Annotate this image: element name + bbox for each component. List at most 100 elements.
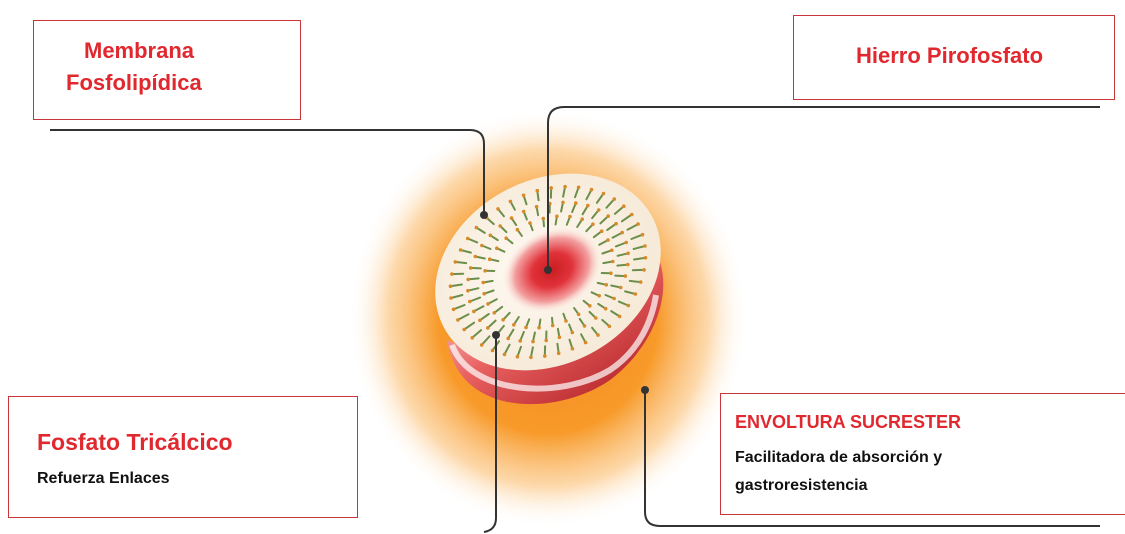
- lipid-head: [524, 326, 528, 330]
- lipid-head: [506, 337, 510, 341]
- lipid-head: [516, 355, 520, 359]
- dot-membrana: [480, 211, 488, 219]
- membrana-line1: Membrana: [84, 35, 194, 67]
- lipid-head: [504, 236, 508, 240]
- lipid-head: [555, 215, 559, 219]
- lipid-head: [636, 222, 640, 226]
- lipid-head: [512, 323, 516, 327]
- lipid-head: [459, 248, 463, 252]
- lipid-head: [466, 278, 470, 282]
- lipid-head: [557, 352, 561, 356]
- lipid-head: [551, 324, 555, 328]
- lipid-head: [462, 328, 466, 332]
- lipid-head: [577, 186, 581, 190]
- lipid-head: [475, 226, 479, 230]
- lipid-head: [543, 354, 547, 358]
- lipid-head: [516, 228, 520, 232]
- lipid-head: [644, 256, 648, 260]
- lipid-head: [482, 292, 486, 296]
- lipid-head: [610, 249, 614, 253]
- lipid-head: [624, 274, 628, 278]
- lipid-head: [472, 310, 476, 314]
- lipid-head: [580, 217, 584, 221]
- lipid-head: [596, 333, 600, 337]
- lipid-head: [501, 318, 505, 322]
- lipid-head: [639, 280, 643, 284]
- lipid-head: [531, 340, 535, 344]
- lipid-head: [529, 356, 533, 360]
- lipid-head: [590, 188, 594, 192]
- label-envoltura: ENVOLTURA SUCRESTER Facilitadora de abso…: [720, 393, 1125, 515]
- lipid-head: [627, 304, 631, 308]
- lipid-head: [528, 221, 532, 225]
- lipid-head: [597, 208, 601, 212]
- lipid-head: [563, 185, 567, 189]
- lipid-head: [522, 210, 526, 214]
- lipid-head: [602, 192, 606, 196]
- fosfato-subtitle: Refuerza Enlaces: [37, 470, 170, 488]
- lipid-head: [518, 339, 522, 343]
- lipid-head: [480, 343, 484, 347]
- lipid-head: [613, 197, 617, 201]
- lipid-head: [542, 217, 546, 221]
- lipid-head: [489, 234, 493, 238]
- lipid-head: [449, 284, 453, 288]
- lipid-head: [622, 204, 626, 208]
- lipid-head: [544, 339, 548, 343]
- lipid-head: [591, 222, 595, 226]
- lipid-head: [605, 283, 609, 287]
- lipid-head: [624, 241, 628, 245]
- lipid-head: [564, 319, 568, 323]
- lipid-head: [491, 349, 495, 353]
- lipid-head: [495, 246, 499, 250]
- lipid-head: [480, 244, 484, 248]
- lipid-head: [584, 341, 588, 345]
- lipid-head: [486, 302, 490, 306]
- lipid-head: [503, 353, 507, 357]
- lipid-head: [571, 347, 575, 351]
- lipid-head: [483, 269, 487, 273]
- lipid-head: [561, 201, 565, 205]
- lipid-head: [474, 255, 478, 259]
- lipid-head: [574, 201, 578, 205]
- lipid-head: [452, 308, 456, 312]
- lipid-head: [478, 319, 482, 323]
- lipid-head: [600, 229, 604, 233]
- lipid-head: [454, 260, 458, 264]
- lipid-head: [537, 326, 541, 330]
- lipid-head: [643, 244, 647, 248]
- lipid-head: [583, 324, 587, 328]
- lipid-head: [611, 260, 615, 264]
- lipid-head: [626, 252, 630, 256]
- lipid-head: [618, 315, 622, 319]
- lipid-head: [498, 224, 502, 228]
- lipid-head: [604, 307, 608, 311]
- lipid-head: [466, 237, 470, 241]
- label-hierro: Hierro Pirofosfato: [793, 15, 1115, 100]
- lipid-head: [493, 311, 497, 315]
- dot-hierro: [544, 266, 552, 274]
- hierro-title: Hierro Pirofosfato: [856, 43, 1043, 69]
- lipid-head: [456, 318, 460, 322]
- lipid-head: [510, 216, 514, 220]
- lipid-head: [466, 289, 470, 293]
- lipid-head: [481, 281, 485, 285]
- lipid-head: [558, 336, 562, 340]
- lipid-head: [614, 222, 618, 226]
- lipid-head: [620, 231, 624, 235]
- lipid-head: [608, 325, 612, 329]
- lipid-head: [630, 213, 634, 217]
- lipid-head: [577, 313, 581, 317]
- lipid-head: [470, 336, 474, 340]
- lipid-head: [588, 304, 592, 308]
- lipid-head: [609, 271, 613, 275]
- envoltura-title: ENVOLTURA SUCRESTER: [735, 412, 961, 433]
- lipid-head: [496, 207, 500, 211]
- lipid-head: [522, 194, 526, 198]
- lipid-head: [536, 189, 540, 193]
- lipid-head: [619, 286, 623, 290]
- lipid-head: [549, 186, 553, 190]
- label-membrana: Membrana Fosfolipídica: [33, 20, 301, 120]
- lipid-head: [626, 263, 630, 267]
- lipid-head: [641, 233, 645, 237]
